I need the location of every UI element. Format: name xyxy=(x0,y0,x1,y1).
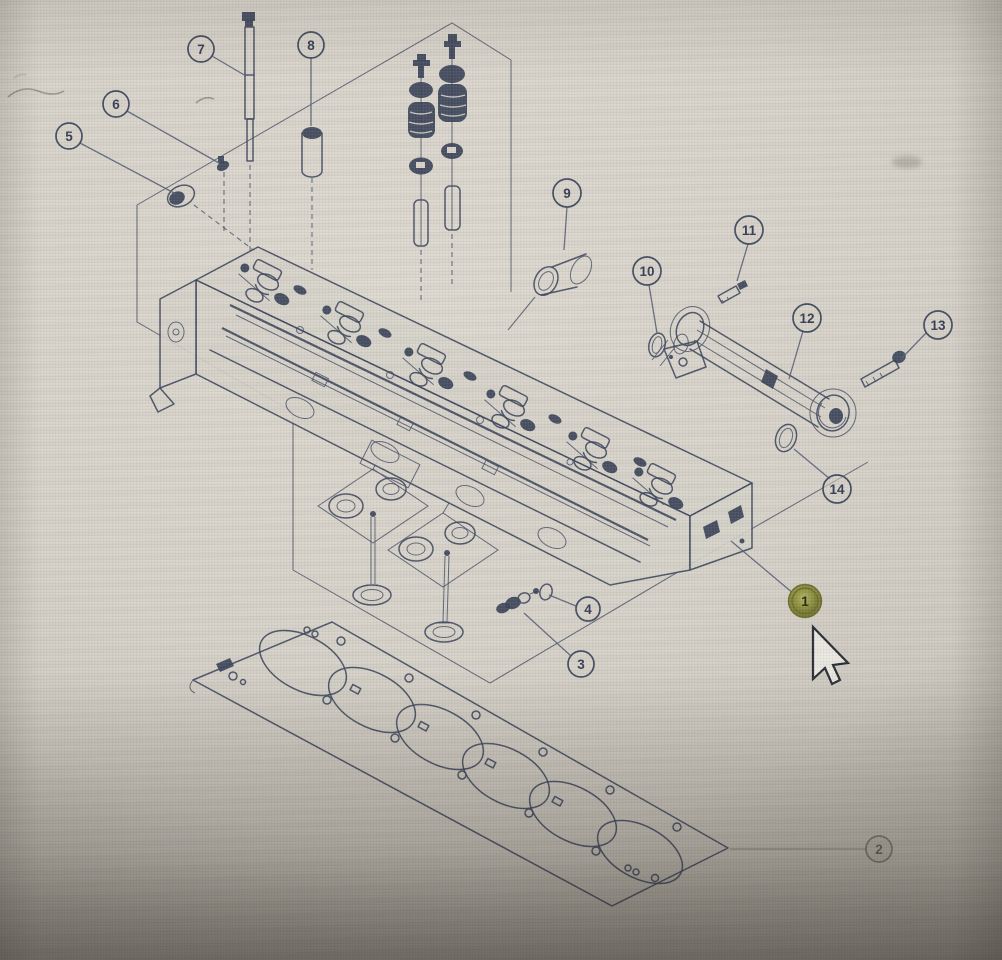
water-outlet-pipe xyxy=(647,280,906,453)
o-ring-14 xyxy=(774,423,798,453)
callout-9[interactable]: 9 xyxy=(552,178,582,251)
pipe-bolt-13 xyxy=(860,350,906,388)
callout-2[interactable]: 2 xyxy=(730,835,893,863)
leader-line-7 xyxy=(211,55,247,77)
valve-stack-left xyxy=(408,54,435,247)
callout-7[interactable]: 7 xyxy=(187,35,247,77)
callout-number-3: 3 xyxy=(577,657,585,672)
callout-number-10: 10 xyxy=(639,264,654,279)
head-gasket xyxy=(189,621,729,907)
callout-number-8: 8 xyxy=(307,38,315,53)
mouse-cursor xyxy=(811,624,851,686)
valves xyxy=(352,511,464,643)
callout-4[interactable]: 4 xyxy=(548,594,601,622)
callout-10[interactable]: 10 xyxy=(632,256,662,334)
callout-11[interactable]: 11 xyxy=(734,215,764,282)
valve-stack-right xyxy=(438,34,467,231)
callout-number-2: 2 xyxy=(875,842,883,857)
leader-line-5 xyxy=(79,142,177,195)
leader-line-6 xyxy=(126,110,220,164)
cylinder-bores xyxy=(258,629,684,885)
callout-number-13: 13 xyxy=(930,318,946,333)
callout-number-11: 11 xyxy=(742,223,757,238)
cup-plug xyxy=(166,184,196,208)
callout-number-14: 14 xyxy=(829,482,845,497)
callout-number-1: 1 xyxy=(801,594,809,609)
leader-line-1 xyxy=(730,540,795,595)
callout-13[interactable]: 13 xyxy=(900,310,953,360)
tappet-sleeve xyxy=(301,127,323,178)
valve-guide-cup xyxy=(507,253,593,331)
callout-3[interactable]: 3 xyxy=(523,612,595,678)
callout-number-4: 4 xyxy=(584,602,592,617)
leader-line-4 xyxy=(548,594,577,607)
gasket-bolt-holes xyxy=(228,626,682,883)
callout-6[interactable]: 6 xyxy=(102,90,220,164)
callout-number-6: 6 xyxy=(112,97,120,112)
callout-number-12: 12 xyxy=(799,311,814,326)
cylinder-head-bolt xyxy=(242,12,255,162)
callout-14[interactable]: 14 xyxy=(793,448,852,504)
callout-1[interactable]: 1 xyxy=(730,540,823,619)
leader-line-11 xyxy=(736,243,749,282)
leader-line-12 xyxy=(788,330,804,380)
leader-line-9 xyxy=(563,206,568,251)
leader-line-10 xyxy=(648,284,658,334)
callout-8[interactable]: 8 xyxy=(297,31,325,126)
cylinder-head xyxy=(149,246,753,586)
callout-12[interactable]: 12 xyxy=(788,303,822,380)
callout-number-5: 5 xyxy=(65,129,73,144)
o-ring-4 xyxy=(539,583,553,601)
callout-5[interactable]: 5 xyxy=(55,122,177,195)
sensor-plug xyxy=(496,583,553,614)
callout-number-7: 7 xyxy=(197,42,205,57)
leader-line-13 xyxy=(900,332,927,360)
pipe-bolt-11 xyxy=(717,280,748,304)
callout-number-9: 9 xyxy=(563,186,571,201)
leader-line-14 xyxy=(793,448,831,480)
